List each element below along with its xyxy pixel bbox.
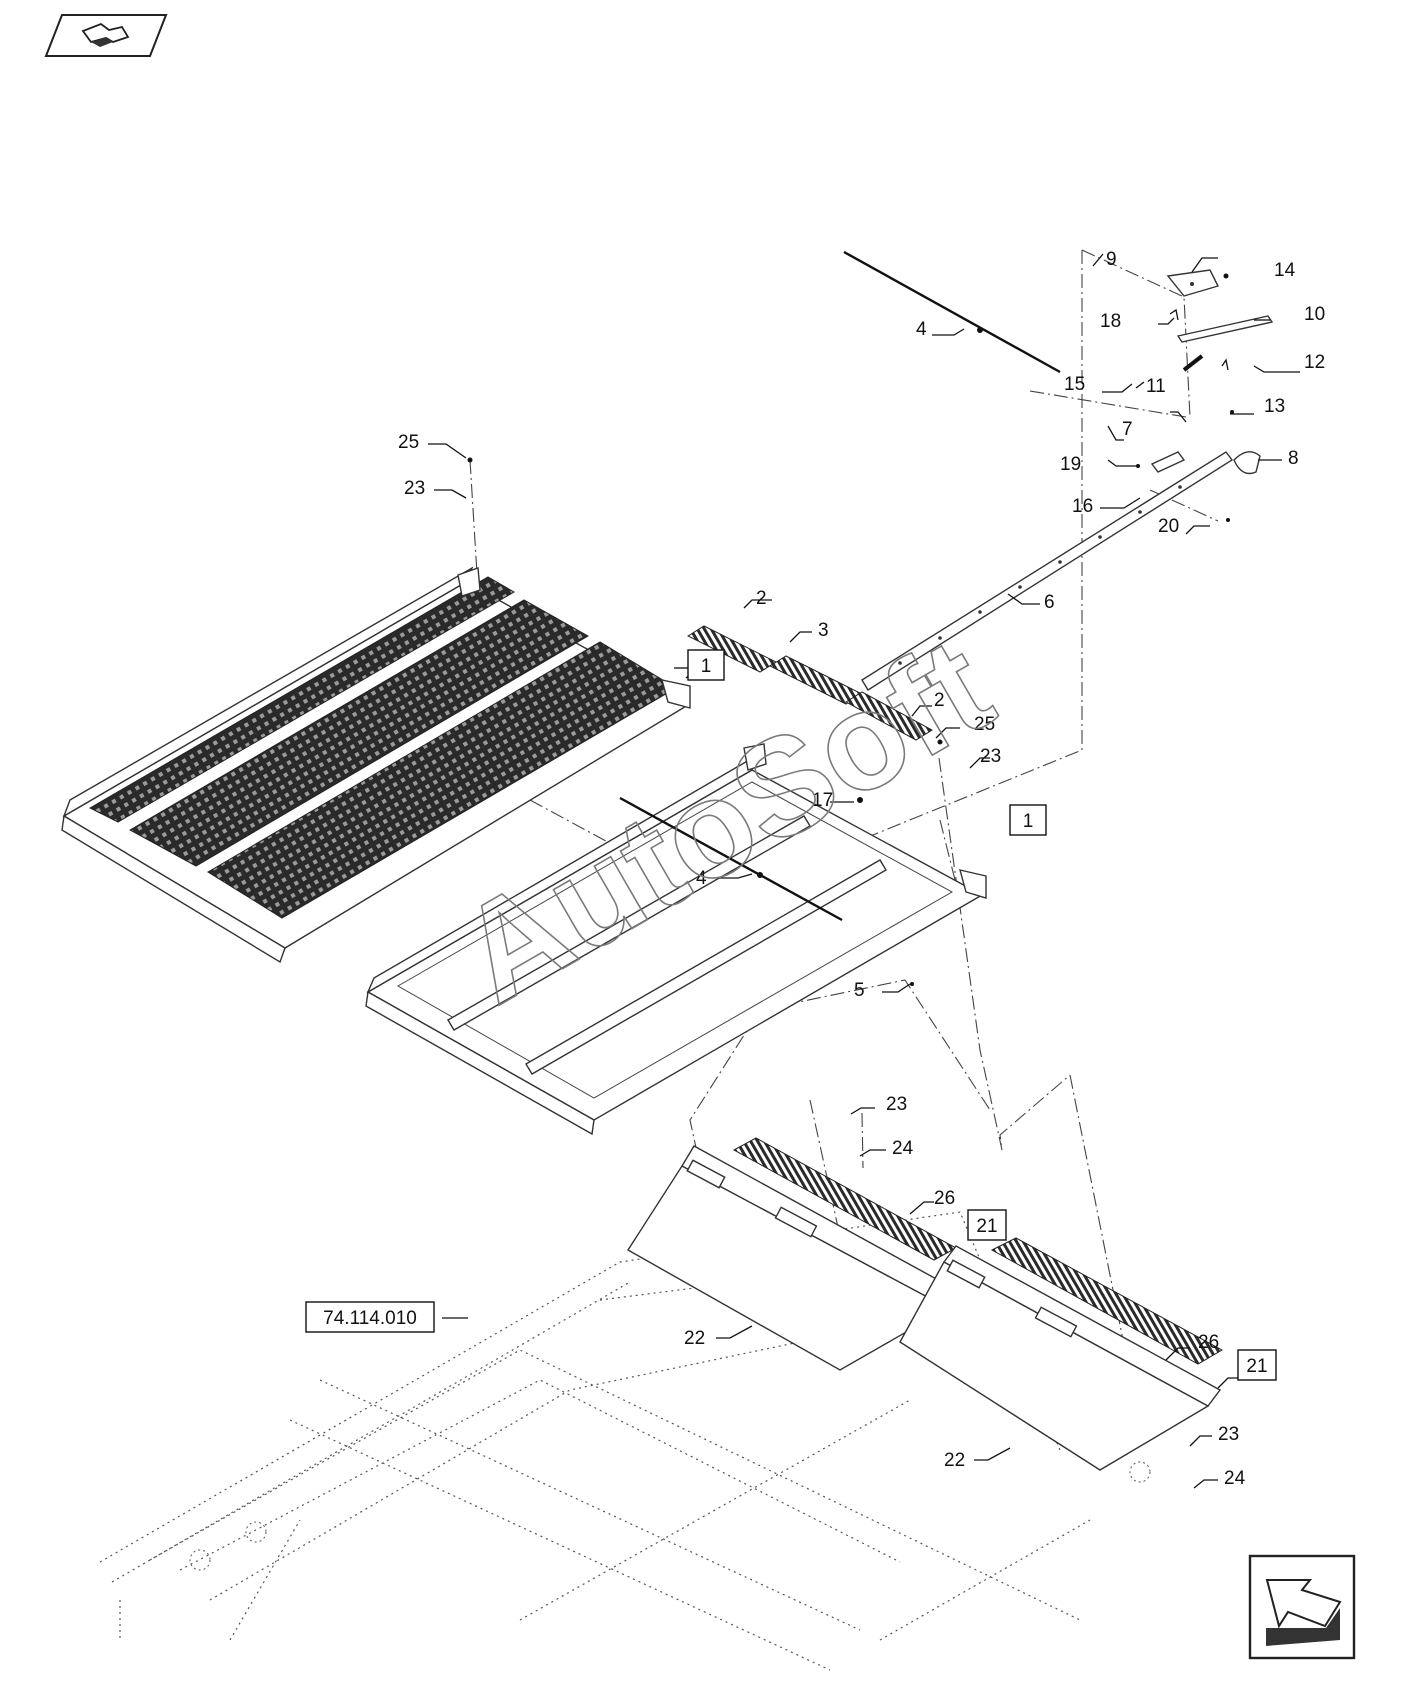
callout-1b: 1 xyxy=(1023,811,1034,832)
callout-21b: 21 xyxy=(1246,1356,1267,1377)
callout-box-1a[interactable]: 1 xyxy=(687,649,725,681)
callout-box-21b[interactable]: 21 xyxy=(1237,1349,1277,1381)
bolt-25[interactable] xyxy=(467,457,473,463)
bracket-9[interactable] xyxy=(1166,269,1220,297)
callout-26a: 26 xyxy=(934,1188,955,1209)
forward-arrow-icon xyxy=(1265,1579,1342,1646)
screw-14[interactable] xyxy=(1223,273,1229,279)
tube-10[interactable] xyxy=(1176,315,1274,343)
callout-numbers: 9 14 18 10 4 12 15 11 13 7 19 8 16 20 6 … xyxy=(398,249,1325,1489)
bolt-25b[interactable] xyxy=(937,739,943,745)
callout-14: 14 xyxy=(1274,260,1296,281)
pan-22-left[interactable] xyxy=(627,1145,962,1371)
callout-4a: 4 xyxy=(916,319,927,340)
back-arrow-icon xyxy=(81,22,130,47)
callout-18: 18 xyxy=(1100,311,1121,332)
rod-4-top[interactable] xyxy=(843,250,1061,374)
nut-13[interactable] xyxy=(1230,410,1234,414)
pin-18[interactable] xyxy=(1169,308,1179,321)
callout-23d: 23 xyxy=(1218,1424,1239,1445)
rod-4-lower[interactable] xyxy=(619,796,843,922)
leader-lines xyxy=(428,253,1300,1489)
pin-12[interactable] xyxy=(1221,358,1229,371)
callout-15: 15 xyxy=(1064,374,1085,395)
callout-6: 6 xyxy=(1044,592,1055,613)
callout-23b: 23 xyxy=(980,746,1001,767)
callout-2b: 2 xyxy=(934,690,945,711)
pan-22-right[interactable] xyxy=(899,1245,1222,1471)
spring-11[interactable] xyxy=(1182,354,1204,372)
callout-9: 9 xyxy=(1106,249,1117,270)
callout-4b: 4 xyxy=(696,868,707,889)
finger-comb-26-right[interactable] xyxy=(990,1237,1224,1365)
callout-1a: 1 xyxy=(701,656,712,677)
pin-15[interactable] xyxy=(1135,381,1145,389)
callout-20: 20 xyxy=(1158,516,1179,537)
callout-3: 3 xyxy=(818,620,829,641)
callout-8: 8 xyxy=(1288,448,1299,469)
callout-25a: 25 xyxy=(398,432,419,453)
clamp-8[interactable] xyxy=(1233,451,1261,475)
callout-24a: 24 xyxy=(892,1138,914,1159)
adjuster-bar-6[interactable] xyxy=(861,451,1234,691)
callout-21a: 21 xyxy=(976,1216,997,1237)
callout-13: 13 xyxy=(1264,396,1285,417)
callout-24b: 24 xyxy=(1224,1468,1246,1489)
callout-23c: 23 xyxy=(886,1094,907,1115)
callout-2a: 2 xyxy=(756,588,767,609)
finger-strip-2-bottom[interactable] xyxy=(845,691,933,741)
callout-11: 11 xyxy=(1146,376,1166,397)
callout-10: 10 xyxy=(1304,304,1325,325)
sieve-frame-right[interactable] xyxy=(365,743,987,1136)
hardware-group xyxy=(467,269,1274,986)
callout-12: 12 xyxy=(1304,352,1325,373)
reference-box-section[interactable]: 74.114.010 xyxy=(305,1301,435,1333)
callout-box-1b[interactable]: 1 xyxy=(1009,804,1047,836)
callout-22a: 22 xyxy=(684,1328,705,1349)
callout-box-21a[interactable]: 21 xyxy=(967,1209,1007,1241)
bushing-7[interactable] xyxy=(1150,451,1186,473)
callout-16: 16 xyxy=(1072,496,1093,517)
sieve-assembly-left[interactable] xyxy=(61,566,691,964)
callout-7: 7 xyxy=(1122,419,1133,440)
section-reference-label: 74.114.010 xyxy=(323,1308,417,1329)
callout-26b: 26 xyxy=(1198,1332,1219,1353)
callout-22b: 22 xyxy=(944,1450,965,1471)
screw-20[interactable] xyxy=(1226,518,1230,522)
callout-23a: 23 xyxy=(404,478,425,499)
callout-25b: 25 xyxy=(974,714,995,735)
forward-nav-button[interactable] xyxy=(1248,1554,1356,1660)
callout-5: 5 xyxy=(854,980,865,1001)
screw-5[interactable] xyxy=(910,982,914,986)
back-nav-button[interactable] xyxy=(44,14,168,57)
part-17[interactable] xyxy=(857,797,863,803)
phantom-lines xyxy=(469,249,1219,1351)
callout-17: 17 xyxy=(812,790,833,811)
callout-19: 19 xyxy=(1060,454,1081,475)
